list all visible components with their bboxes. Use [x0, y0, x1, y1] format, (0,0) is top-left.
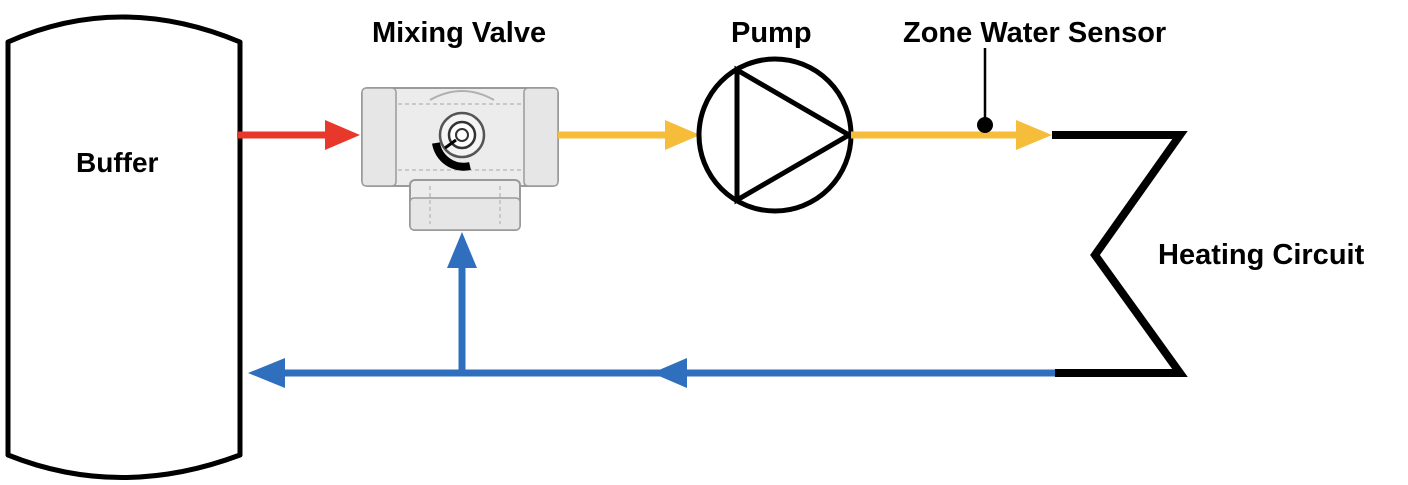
- pump-icon: [696, 56, 854, 214]
- buffer-tank-outline: [5, 14, 243, 480]
- hot-supply-arrowhead: [325, 120, 360, 150]
- heating-circuit: Heating Circuit: [1052, 131, 1365, 377]
- buffer-tank: Buffer: [5, 14, 243, 480]
- mixing-valve: Mixing Valve: [361, 17, 559, 231]
- heating-circuit-line: [1052, 131, 1188, 377]
- zone-water-sensor: Zone Water Sensor: [903, 17, 1166, 133]
- buffer-label: Buffer: [76, 147, 159, 178]
- return-arrowhead-valve: [447, 232, 477, 268]
- mixed-supply-pipe: [558, 120, 700, 150]
- zone-water-sensor-label: Zone Water Sensor: [903, 17, 1166, 49]
- mixed-supply-arrowhead-1: [665, 120, 700, 150]
- hot-supply-pipe: [237, 120, 360, 150]
- sensor-dot-icon: [977, 117, 993, 133]
- pump-label: Pump: [731, 17, 812, 49]
- mixed-supply-pipe-2: [851, 120, 1052, 150]
- mixed-supply-arrowhead-2: [1016, 120, 1052, 150]
- return-arrowhead-buffer: [248, 358, 285, 388]
- return-pipe: [248, 232, 1055, 388]
- return-arrowhead-mid: [652, 358, 687, 388]
- mixing-valve-label: Mixing Valve: [372, 17, 546, 49]
- pump: Pump: [696, 17, 854, 214]
- heating-circuit-label: Heating Circuit: [1158, 239, 1365, 271]
- three-way-valve-icon: [361, 87, 559, 231]
